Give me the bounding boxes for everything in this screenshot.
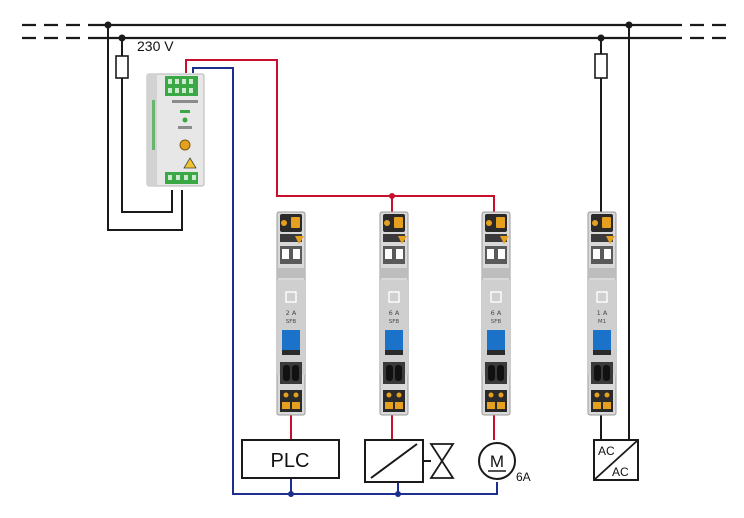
breaker-type: SFB [491, 319, 502, 325]
voltage-label: 230 V [137, 38, 174, 54]
breaker-switch[interactable] [593, 330, 611, 350]
brand-logo-icon [490, 291, 502, 303]
motor-rating: 6A [516, 470, 531, 484]
circuit-breaker-module[interactable]: 1 A M1 [587, 211, 617, 416]
motor-icon [478, 442, 516, 480]
junction-dot [288, 491, 294, 497]
circuit-breaker-module[interactable]: 6 A SFB [379, 211, 409, 416]
junction-dot [395, 491, 401, 497]
breaker-switch[interactable] [487, 330, 505, 350]
circuit-breaker-module[interactable]: 6 A SFB [481, 211, 511, 416]
breaker-switch[interactable] [385, 330, 403, 350]
branch-ac-feed [600, 25, 630, 440]
plc-load: PLC [241, 439, 340, 479]
converter-output-label: AC [612, 465, 629, 479]
plc-label: PLC [271, 450, 310, 472]
breaker-type: M1 [598, 319, 606, 325]
valve-icon [429, 443, 455, 479]
brand-logo-icon [596, 291, 608, 303]
led-icon [182, 117, 188, 123]
circuit-breaker-module[interactable]: 2 A SFB [276, 211, 306, 416]
breaker-rating: 1 A [597, 309, 608, 317]
positive-wire [185, 59, 495, 440]
ac-ac-converter: AC AC [593, 439, 639, 481]
breaker-switch[interactable] [282, 330, 300, 350]
breaker-type: SFB [389, 319, 400, 325]
adjust-potentiometer-icon [179, 139, 191, 151]
breaker-modules: 2 A SFB 6 A SFB [276, 211, 617, 416]
brand-logo-icon [285, 291, 297, 303]
psu-fuse [115, 55, 129, 79]
negative-wire [192, 67, 498, 495]
power-supply-unit [146, 73, 205, 187]
solenoid-valve-load [364, 439, 455, 483]
breaker-type: SFB [286, 319, 297, 325]
branch-fuse [594, 53, 608, 79]
breaker-rating: 6 A [491, 309, 502, 317]
junction-dot [389, 193, 395, 199]
psu-ac-feed [107, 25, 183, 231]
psu-input-terminals [165, 172, 198, 184]
ac-bus-lines [22, 23, 728, 40]
breaker-rating: 6 A [389, 309, 400, 317]
breaker-rating: 2 A [286, 309, 297, 317]
motor-symbol: M [490, 452, 504, 471]
converter-input-label: AC [598, 444, 615, 458]
motor-load: M 6A [478, 442, 531, 484]
warning-icon [183, 157, 197, 169]
brand-logo-icon [388, 291, 400, 303]
